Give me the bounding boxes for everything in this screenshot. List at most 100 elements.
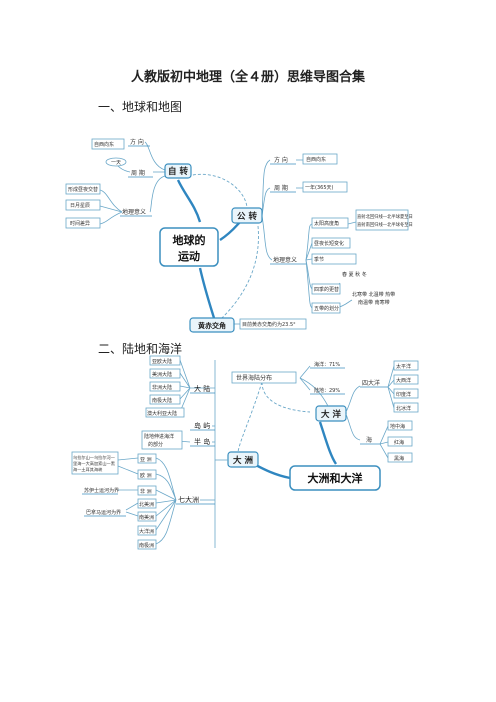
line (305, 259, 313, 309)
connector-hub-rotation (176, 179, 202, 223)
peninsula-note-line: 的部分 (148, 441, 163, 448)
line (261, 159, 271, 217)
continent-europe: 欧 洲 (140, 472, 152, 479)
dashed-link-revolution-bottom (221, 225, 259, 319)
line (345, 413, 361, 441)
sea-percent: 海洋：71% (314, 361, 340, 368)
box (387, 452, 413, 463)
box (149, 355, 181, 366)
line (261, 215, 273, 261)
box (149, 394, 181, 405)
asia-note-line: 里海—大高加索山—黑 (73, 460, 115, 467)
box (145, 407, 185, 418)
node-revolution-label: 公 转 (237, 211, 257, 222)
node-rotation-label: 自 转 (168, 166, 188, 177)
line (379, 425, 389, 459)
line (99, 189, 123, 213)
box (387, 420, 413, 431)
line (117, 465, 139, 475)
hub-earth-motion-line1: 地球的 (173, 233, 206, 247)
line (305, 242, 313, 261)
revolution-meaning-item: 五带的划分 (314, 305, 339, 312)
sun-note-line: 直射南回归线—北半球冬至日 (357, 221, 413, 228)
node-continent-label: 大 洲 (233, 455, 253, 466)
revolution-period-value: 一年(365天) (305, 184, 333, 191)
zones-line: 南温带 南寒带 (358, 299, 390, 306)
line (305, 259, 313, 290)
box (355, 209, 409, 231)
revolution-period: 周 期 (274, 184, 288, 192)
box (137, 511, 157, 522)
box (387, 436, 413, 447)
node-ocean-label: 大 洋 (321, 409, 341, 420)
box (231, 371, 297, 384)
node-obliquity-label: 黄赤交角 (198, 321, 226, 330)
line (299, 365, 311, 379)
revolution-meaning-item: 昼夜长短变化 (314, 240, 344, 247)
box (137, 498, 157, 509)
connector-hub-bottom (198, 267, 216, 319)
box (65, 217, 101, 229)
america-note: 巴拿马运河为界 (86, 509, 121, 516)
section-heading-earth: 一、地球和地图 (98, 100, 183, 114)
box (141, 430, 183, 450)
box (311, 302, 341, 314)
line (125, 511, 139, 517)
obliquity-value: 目前黄赤交角约为23.5° (242, 321, 296, 328)
rotation-period: 周 期 (131, 169, 145, 177)
four-oceans: 四大洋 (362, 379, 380, 387)
land-sea-distribution: 世界海陆分布 (236, 374, 272, 382)
line (387, 365, 395, 409)
line (117, 457, 139, 461)
island: 岛 屿 (194, 421, 210, 430)
box (311, 237, 351, 249)
box (239, 318, 307, 330)
rotation-direction: 方 向 (130, 138, 144, 146)
asia-note-line: 乌拉尔山—乌拉尔河— (73, 454, 115, 461)
rotation-meaning-item: 形成昼夜交替 (68, 186, 98, 193)
box (137, 525, 157, 536)
line (125, 502, 139, 511)
box (65, 199, 101, 211)
line (155, 457, 177, 545)
mainland-item: 澳大利亚大陆 (147, 410, 177, 417)
node-revolution (231, 207, 263, 224)
sea-item: 地中海 (390, 423, 405, 430)
rotation-meaning: 地理意义 (122, 208, 146, 216)
revolution-meaning-item: 太阳高度角 (314, 220, 339, 227)
box (393, 388, 419, 399)
line (99, 205, 123, 213)
box (149, 368, 181, 379)
box (137, 453, 157, 464)
line (299, 377, 311, 391)
node-ocean (315, 405, 347, 422)
continent-na: 北美洲 (139, 501, 154, 508)
seven-continents: 七大洲 (178, 495, 199, 504)
line (179, 359, 191, 413)
rotation-period-value: 一天 (111, 160, 121, 166)
hub-continents-oceans-label: 大洲和大洋 (308, 471, 363, 485)
continent-antarctica: 南极洲 (139, 542, 154, 549)
hub-continents-oceans (289, 465, 381, 491)
box (311, 217, 349, 229)
sea-label: 海 (366, 436, 372, 444)
revolution-direction: 方 向 (274, 156, 288, 164)
connector-hub-revolution (219, 221, 241, 241)
line (149, 175, 166, 213)
zones-line: 北寒带 北温带 热带 (352, 291, 395, 298)
ocean-item: 太平洋 (396, 363, 411, 370)
ocean-item: 大西洋 (396, 377, 411, 384)
node-obliquity (189, 317, 235, 333)
continent-sa: 南美洲 (139, 514, 154, 521)
rotation-meaning-item: 日月星辰 (70, 203, 90, 209)
node-continent (227, 451, 259, 468)
box (393, 360, 419, 371)
connector-hub-ocean (318, 421, 338, 465)
line (345, 385, 361, 413)
document-title: 人教版初中地理（全４册）思维导图合集 (130, 70, 365, 85)
line (305, 258, 313, 261)
line (144, 141, 166, 171)
sea-item: 黑海 (394, 455, 404, 462)
box (393, 374, 419, 385)
